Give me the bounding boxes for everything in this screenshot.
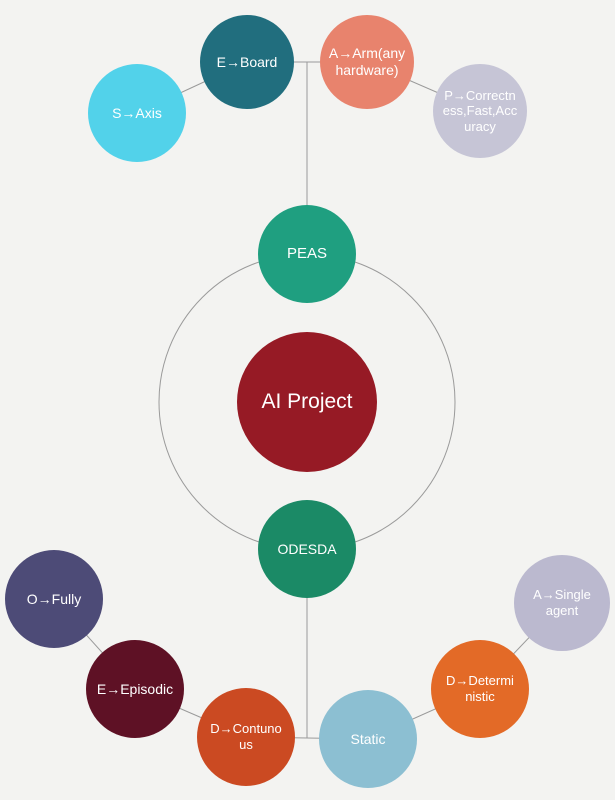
node-sensors: S→Axis bbox=[88, 64, 186, 162]
node-performance: P→Correctness,Fast,Accuracy bbox=[433, 64, 527, 158]
node-agents: A→Single agent bbox=[514, 555, 610, 651]
node-observable: O→Fully bbox=[5, 550, 103, 648]
node-actuators-label: A→Arm(any hardware) bbox=[328, 45, 406, 78]
node-actuators: A→Arm(any hardware) bbox=[320, 15, 414, 109]
node-odesda: ODESDA bbox=[258, 500, 356, 598]
node-environment-label: E→Board bbox=[216, 53, 278, 70]
node-ai-project: AI Project bbox=[237, 332, 377, 472]
node-static: Static bbox=[319, 690, 417, 788]
node-episodic-label: E→Episodic bbox=[96, 680, 174, 697]
node-agents-label: A→Single agent bbox=[533, 587, 591, 618]
node-observable-label: O→Fully bbox=[26, 590, 82, 607]
node-dynamic-label: D→Contunous bbox=[210, 721, 282, 752]
node-peas: PEAS bbox=[258, 205, 356, 303]
node-static-label: Static bbox=[350, 730, 386, 747]
node-deterministic: D→Deterministic bbox=[431, 640, 529, 738]
node-episodic: E→Episodic bbox=[86, 640, 184, 738]
node-peas-label: PEAS bbox=[286, 245, 328, 262]
node-deterministic-label: D→Deterministic bbox=[446, 673, 514, 704]
node-sensors-label: S→Axis bbox=[112, 104, 162, 121]
node-ai-project-label: AI Project bbox=[261, 390, 353, 414]
node-dynamic: D→Contunous bbox=[197, 688, 295, 786]
node-performance-label: P→Correctness,Fast,Accuracy bbox=[442, 87, 518, 134]
node-odesda-label: ODESDA bbox=[277, 540, 337, 557]
node-environment: E→Board bbox=[200, 15, 294, 109]
